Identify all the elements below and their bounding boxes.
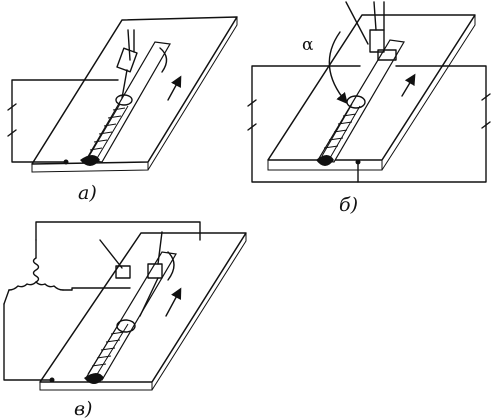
electrodes-b — [345, 1, 397, 61]
circuit-a — [11, 79, 119, 163]
weld-bead-a — [87, 103, 129, 161]
angle-alpha-label: α — [302, 35, 314, 55]
weld-bead-b — [321, 103, 361, 159]
circuit-b — [251, 65, 361, 183]
panel-c: в) — [3, 221, 247, 420]
weld-crater-b — [316, 155, 334, 166]
direction-arrow-c — [165, 287, 182, 317]
three-phase-transformer — [3, 239, 73, 305]
weld-crater-a — [80, 155, 100, 166]
panel-label-a: а) — [78, 182, 97, 204]
direction-arrow-a — [167, 75, 182, 101]
panel-b: α б) — [247, 1, 491, 216]
panel-label-c: в) — [74, 398, 92, 420]
direction-arrow-b — [401, 73, 416, 97]
weld-crater-c — [84, 373, 104, 384]
panel-a: а) — [7, 16, 238, 204]
weld-bead-c — [87, 321, 129, 377]
electrodes-c — [99, 231, 163, 317]
circuit-c — [3, 221, 201, 381]
electrode-holder-a — [116, 29, 138, 99]
panel-label-b: б) — [339, 194, 358, 216]
